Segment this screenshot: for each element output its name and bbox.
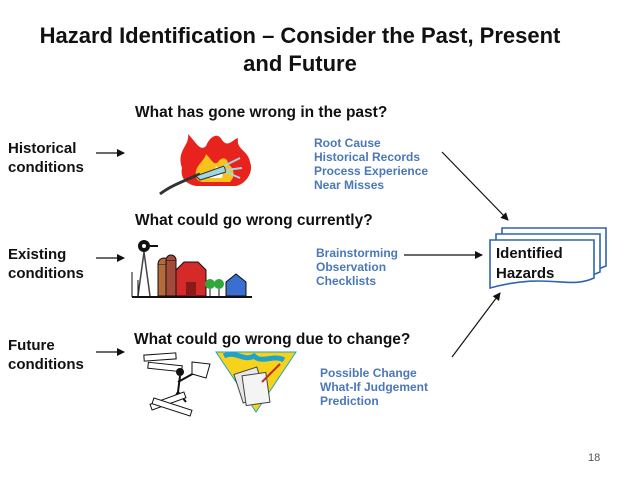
- documents-on-yellow-icon: [215, 351, 297, 413]
- identified-hazards-label: Identified Hazards: [496, 244, 563, 284]
- condition-future: Future conditions: [8, 336, 84, 374]
- arrow-past-to-hazards: [441, 151, 509, 221]
- method-item: What-If Judgement: [320, 380, 428, 394]
- page-title: Hazard Identification – Consider the Pas…: [0, 22, 600, 78]
- method-item: Brainstorming: [316, 246, 399, 260]
- title-line-1: Hazard Identification – Consider the Pas…: [39, 23, 561, 48]
- fire-extinguisher-hose-icon: [159, 157, 243, 196]
- farm-buildings-icon: [131, 240, 252, 298]
- condition-existing-line1: Existing: [8, 246, 67, 263]
- title-line-2: and Future: [243, 51, 357, 76]
- methods-change: Possible Change What-If Judgement Predic…: [320, 366, 428, 408]
- method-item: Root Cause: [314, 136, 381, 150]
- page-number: 18: [588, 452, 601, 464]
- method-item: Checklists: [316, 274, 377, 288]
- method-item: Prediction: [320, 394, 379, 408]
- condition-existing: Existing conditions: [8, 245, 84, 283]
- condition-historical-line2: conditions: [8, 159, 84, 176]
- condition-future-line2: conditions: [8, 356, 84, 373]
- method-item: Near Misses: [314, 178, 385, 192]
- method-item: Historical Records: [314, 150, 421, 164]
- method-item: Possible Change: [320, 366, 417, 380]
- construction-worker-icon: [143, 352, 211, 417]
- condition-existing-line2: conditions: [8, 265, 84, 282]
- condition-historical: Historical conditions: [8, 139, 84, 177]
- question-change: What could go wrong due to change?: [134, 331, 411, 348]
- condition-future-line1: Future: [8, 337, 55, 354]
- methods-current: Brainstorming Observation Checklists: [316, 246, 398, 288]
- identified-hazards-line2: Hazards: [496, 265, 555, 282]
- condition-historical-line1: Historical: [8, 140, 77, 157]
- identified-hazards-document-icon: [489, 227, 607, 290]
- question-current: What could go wrong currently?: [135, 212, 373, 229]
- methods-past: Root Cause Historical Records Process Ex…: [314, 136, 428, 192]
- identified-hazards-line1: Identified: [496, 245, 563, 262]
- question-past: What has gone wrong in the past?: [135, 104, 388, 121]
- method-item: Observation: [316, 260, 387, 274]
- arrow-change-to-hazards: [451, 292, 501, 358]
- method-item: Process Experience: [314, 164, 429, 178]
